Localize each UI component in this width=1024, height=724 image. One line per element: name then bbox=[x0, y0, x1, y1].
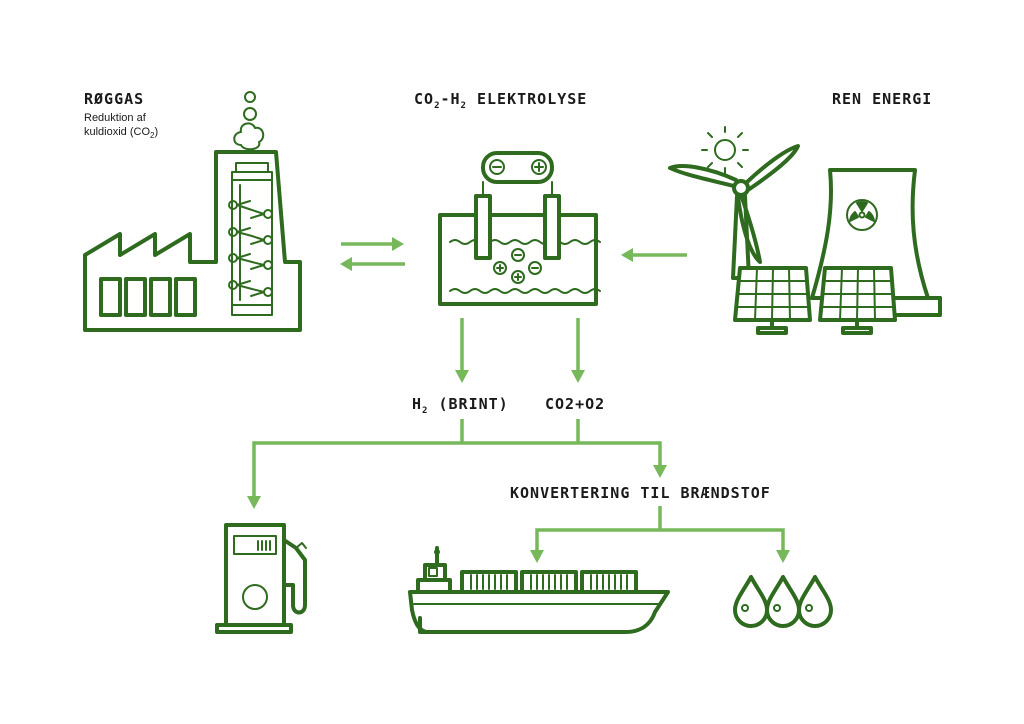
fuel-drops-icon bbox=[733, 575, 833, 628]
roggas-title: RØGGAS bbox=[84, 90, 144, 108]
fuel-conversion-label: KONVERTERING TIL BRÆNDSTOF bbox=[510, 484, 771, 502]
sun-icon bbox=[701, 126, 749, 174]
output-flow bbox=[247, 318, 790, 563]
energy-input-arrow bbox=[621, 248, 687, 262]
exchange-arrows bbox=[340, 237, 405, 271]
co2-o2-label: CO2+O2 bbox=[545, 395, 605, 413]
fuel-pump-icon bbox=[215, 523, 307, 634]
roggas-subtitle-line2: kuldioxid (CO2) bbox=[84, 126, 158, 140]
hydrogen-label: H2 (BRINT) bbox=[412, 395, 509, 416]
electrolysis-title: CO2-H2 ELEKTROLYSE bbox=[414, 90, 587, 111]
spray-nozzles bbox=[228, 200, 273, 297]
container-ship-icon bbox=[408, 546, 670, 634]
factory-icon bbox=[83, 91, 302, 332]
roggas-subtitle-line1: Reduktion af bbox=[84, 112, 147, 124]
electrolyser-icon bbox=[438, 151, 601, 306]
wind-turbine-icon bbox=[668, 144, 800, 280]
ions bbox=[493, 248, 542, 284]
solar-panels-icon bbox=[733, 266, 897, 335]
smoke-icon bbox=[233, 91, 265, 151]
renewable-energy-icon bbox=[668, 126, 942, 335]
clean-energy-title: REN ENERGI bbox=[832, 90, 932, 108]
